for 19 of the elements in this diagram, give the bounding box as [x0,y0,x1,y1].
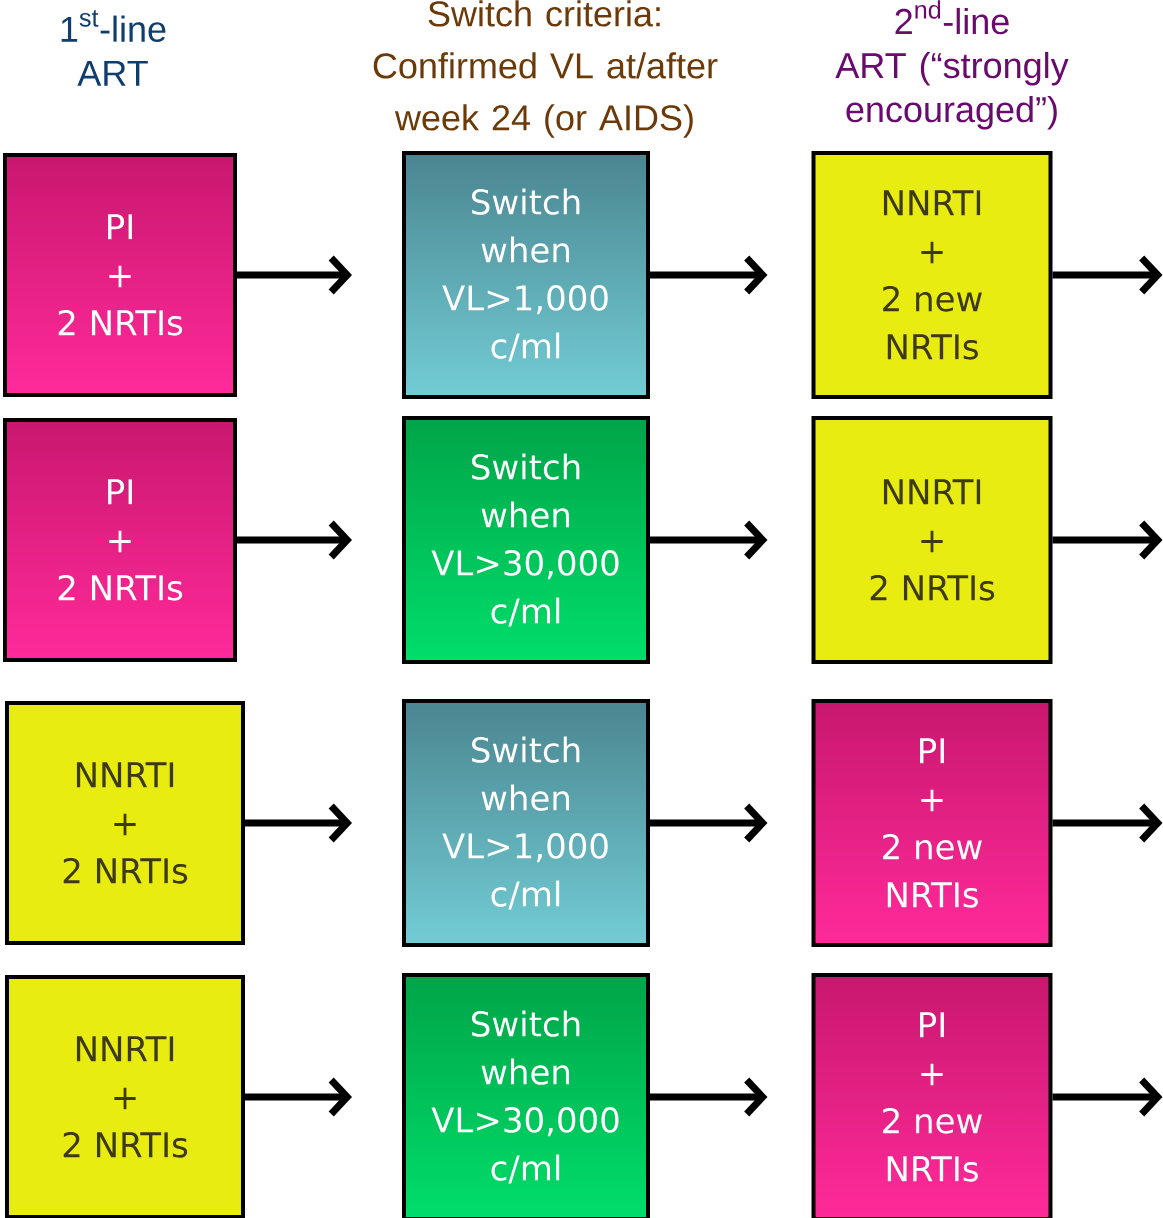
drug-box: Switch when VL>1,000 c/ml [402,699,650,947]
drug-box: PI + 2 new NRTIs [811,699,1053,947]
drug-box: PI + 2 new NRTIs [811,973,1053,1218]
column-heading: Switch criteria: Confirmed VL at/after week 24 (or AIDS) [373,0,718,138]
column-heading: $\begin{array}{c}\text{2}^{\text{nd}}\text{-line}\\ \text{ART (“strongly}\\ \text{encouraged”)}\end{array}$ [835,0,1069,130]
drug-box: PI + 2 NRTIs [3,153,237,397]
drug-box: PI + 2 NRTIs [3,418,237,662]
arrow [1052,255,1163,295]
drug-box: NNRTI + 2 NRTIs [5,701,245,945]
drug-box: Switch when VL>30,000 c/ml [402,416,650,664]
drug-box: Switch when VL>1,000 c/ml [402,151,650,399]
column-heading: $\begin{array}{c}\text{1}^{\text{st}}\text{-line}\\ \text{ART}\end{array}$ [61,10,166,86]
arrow [1052,1077,1163,1117]
arrow [1052,520,1163,560]
drug-box: Switch when VL>30,000 c/ml [402,973,650,1218]
drug-box: NNRTI + 2 NRTIs [5,975,245,1218]
drug-box: NNRTI + 2 new NRTIs [811,151,1053,399]
arrow [1052,803,1163,843]
drug-box: NNRTI + 2 NRTIs [811,416,1053,664]
